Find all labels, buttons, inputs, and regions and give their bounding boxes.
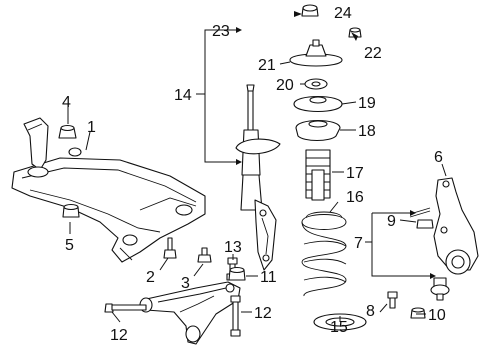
callout-9: 9: [387, 213, 396, 230]
crossmember-nut: [197, 247, 212, 263]
upper-spring-seat: [293, 96, 343, 112]
lower-arm-ball-joint-nut: [228, 266, 246, 281]
lower-arm-bolt-rear: [230, 295, 241, 337]
leader-lines: [67, 29, 447, 323]
callout-numbers: 1 2 3 4 5 6 7 8 9 10 11 12 12 13 14 15 1…: [62, 5, 446, 344]
callout-6: 6: [434, 149, 443, 166]
strut-bearing: [304, 78, 328, 90]
callout-18: 18: [358, 123, 376, 140]
front-crossmember: [11, 117, 206, 263]
lower-ball-joint: [430, 277, 450, 301]
callout-19: 19: [358, 95, 376, 112]
leader-arrowheads: [236, 11, 436, 279]
callout-5: 5: [65, 237, 74, 254]
callout-12-front: 12: [110, 327, 128, 344]
callout-13: 13: [224, 239, 242, 256]
castle-nut: [416, 219, 434, 229]
callout-22: 22: [364, 45, 382, 62]
callout-8: 8: [366, 303, 375, 320]
callout-11: 11: [260, 269, 277, 286]
bump-stop: [305, 149, 331, 201]
strut-assembly: [235, 84, 281, 271]
callout-14: 14: [174, 87, 192, 104]
strut-mount: [289, 39, 343, 67]
callout-1: 1: [87, 119, 96, 136]
crossmember-bushing-upper: [58, 124, 77, 139]
strut-dust-cap: [301, 4, 319, 17]
callout-23: 23: [212, 23, 230, 40]
steering-knuckle: [433, 177, 479, 275]
upper-spring-insulator: [295, 119, 341, 142]
callout-20: 20: [276, 77, 294, 94]
crossmember-bushing-lower: [62, 203, 80, 218]
callout-21: 21: [258, 57, 276, 74]
callout-2: 2: [146, 269, 155, 286]
ball-joint-bolt: [387, 291, 398, 309]
coil-spring: [301, 211, 347, 297]
callout-7: 7: [354, 235, 363, 252]
lower-arm-bolt-front: [104, 303, 147, 313]
callout-15: 15: [330, 319, 348, 336]
callout-10: 10: [428, 307, 446, 324]
callout-24: 24: [334, 5, 352, 22]
callout-4: 4: [62, 94, 71, 111]
strut-rod-nut: [348, 27, 362, 38]
callout-16: 16: [346, 189, 364, 206]
crossmember-bolt: [163, 237, 177, 259]
callout-12-rear: 12: [254, 305, 272, 322]
ball-joint-nut: [410, 307, 426, 319]
callout-17: 17: [346, 165, 364, 182]
callout-3: 3: [181, 275, 190, 292]
lower-control-arm: [139, 281, 241, 345]
